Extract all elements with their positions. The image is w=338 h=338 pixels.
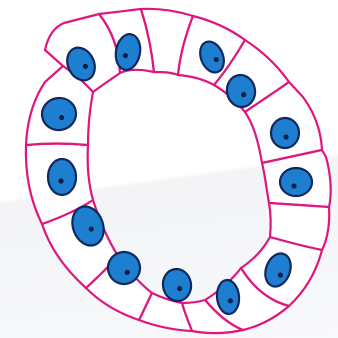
nucleolus-dot xyxy=(58,178,63,183)
nucleolus-dot xyxy=(283,134,288,139)
nucleolus-dot xyxy=(291,183,296,188)
nucleus-body xyxy=(271,118,299,148)
nucleus-body xyxy=(280,168,312,196)
nucleus-6 xyxy=(271,118,299,148)
nucleus-7 xyxy=(280,168,312,196)
nucleus-body xyxy=(48,159,76,195)
nucleus-15 xyxy=(48,159,76,195)
